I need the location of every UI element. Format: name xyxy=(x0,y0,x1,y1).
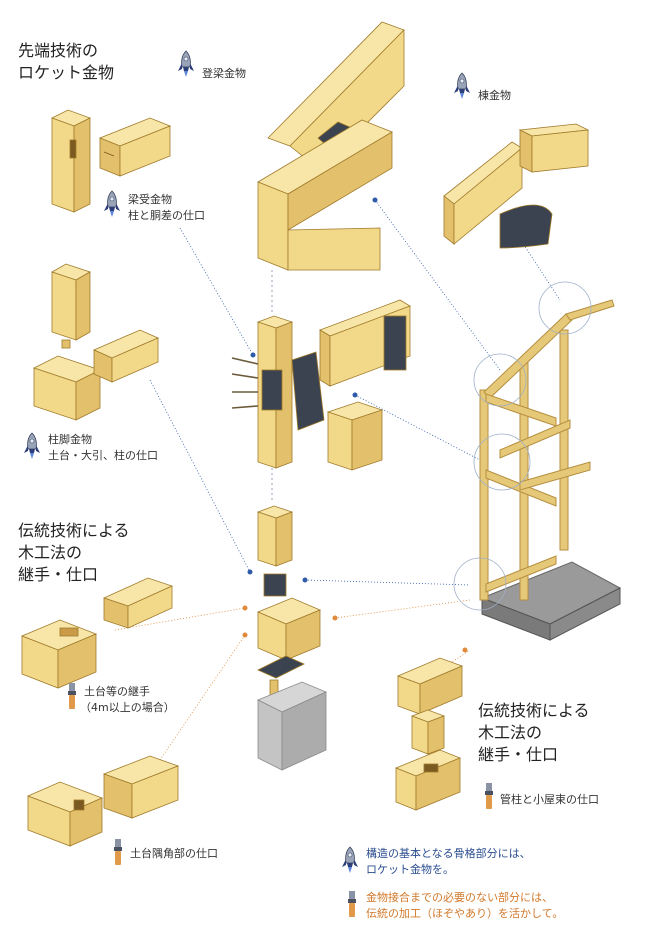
rocket-icon xyxy=(177,50,195,78)
sill-splice-illustration xyxy=(20,577,174,689)
rocket-icon xyxy=(453,72,471,100)
ridge-joint-illustration xyxy=(443,123,590,249)
rocket-icon xyxy=(341,846,359,874)
label-kudabashira: 管柱と小屋束の仕口 xyxy=(500,793,599,806)
chisel-icon xyxy=(114,839,122,865)
label-munekanamono: 棟金物 xyxy=(478,89,511,102)
note-traditional-line2: 伝統の加工（ほぞやあり）を活かして。 xyxy=(366,907,564,920)
chisel-icon xyxy=(68,683,76,709)
traditional-heading-left-line1: 伝統技術による xyxy=(18,521,130,540)
traditional-heading-right-line2: 木工法の xyxy=(478,723,543,742)
label-dodai-tsugite-line2: （4m以上の場合） xyxy=(80,701,175,714)
rocket-heading-line1: 先端技術の xyxy=(18,41,99,60)
column-beam-hanger-illustration xyxy=(256,299,411,471)
label-dodai-tsugite-line1: 土台等の継手 xyxy=(84,685,150,698)
rocket-heading-line2: ロケット金物 xyxy=(18,63,115,82)
post-foot-sill-illustration xyxy=(32,263,159,421)
label-noboribari: 登梁金物 xyxy=(202,67,246,80)
chisel-icon xyxy=(485,783,493,809)
traditional-heading-left-line2: 木工法の xyxy=(18,543,83,562)
label-hashirakyaku-line1: 柱脚金物 xyxy=(48,433,92,446)
note-traditional-line1: 金物接合までの必要のない部分には、 xyxy=(366,891,553,904)
bolts xyxy=(231,357,259,409)
traditional-heading-right-line3: 継手・仕口 xyxy=(478,745,559,764)
label-dodai-sumi: 土台隅角部の仕口 xyxy=(130,847,218,860)
traditional-heading-left-line3: 継手・仕口 xyxy=(18,565,99,584)
rocket-icon xyxy=(103,190,121,218)
rocket-icon xyxy=(23,432,41,460)
connector-lines xyxy=(114,199,561,761)
building-frame-illustration xyxy=(479,299,622,641)
note-rocket-line2: ロケット金物を。 xyxy=(366,863,454,876)
connector-dots xyxy=(242,197,468,653)
traditional-heading-right-line1: 伝統技術による xyxy=(478,701,590,720)
column-base-illustration xyxy=(256,505,328,771)
chisel-icon xyxy=(348,891,356,917)
rafter-joint-illustration xyxy=(257,21,405,271)
note-rocket-line1: 構造の基本となる骨格部分には、 xyxy=(366,847,531,860)
label-haribuke-line2: 柱と胴差の仕口 xyxy=(128,209,205,222)
sill-corner-illustration xyxy=(26,755,180,847)
label-hashirakyaku-line2: 土台・大引、柱の仕口 xyxy=(48,449,158,462)
post-strut-joint-illustration xyxy=(394,657,464,811)
frame-callout-circles xyxy=(453,281,592,611)
post-beam-joint-illustration xyxy=(50,109,172,213)
label-haribuke-line1: 梁受金物 xyxy=(128,193,172,206)
